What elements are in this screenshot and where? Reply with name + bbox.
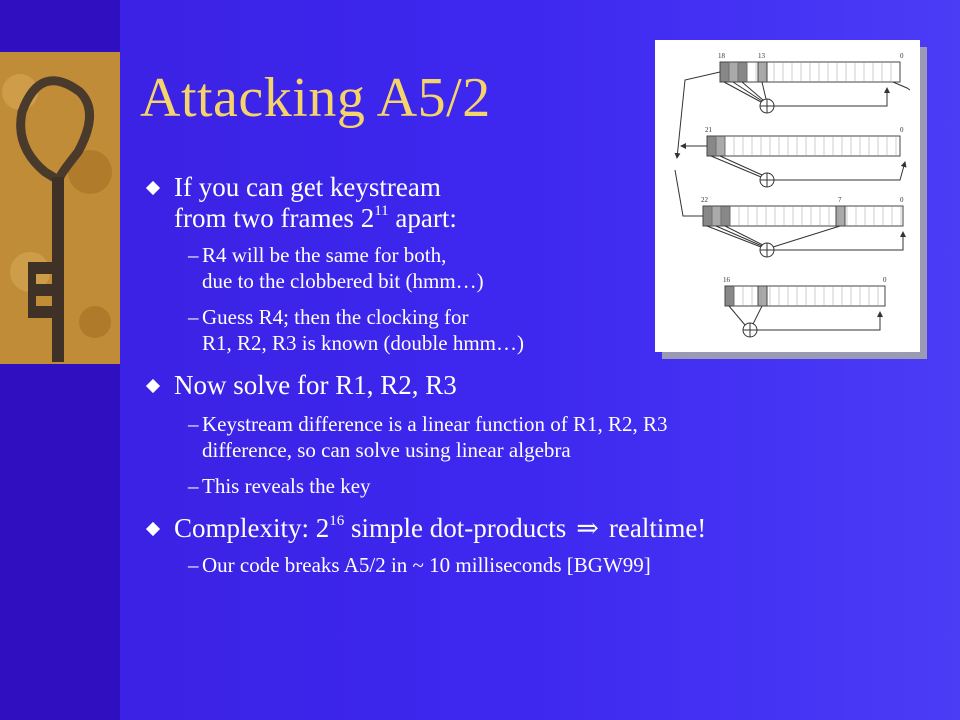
r4-label-0: 0 bbox=[883, 276, 887, 284]
r3-label-7: 7 bbox=[838, 196, 842, 204]
bullet-complexity: Complexity: 216 simple dot-products ⇒ real… bbox=[145, 513, 948, 544]
sub-bullet-text: Keystream difference is a linear functio… bbox=[202, 412, 668, 436]
implies-arrow-icon: ⇒ bbox=[576, 513, 599, 543]
sub-bullet-text: difference, so can solve using linear al… bbox=[202, 438, 571, 462]
bullet-text: Complexity: 2 bbox=[174, 513, 330, 543]
sub-bullet-text: Our code breaks A5/2 in ~ 10 millisecond… bbox=[202, 553, 651, 577]
key-photo bbox=[0, 52, 120, 364]
r4-label-16: 16 bbox=[723, 276, 731, 284]
dash-bullet: – bbox=[188, 243, 199, 267]
dash-bullet: – bbox=[188, 305, 199, 329]
dash-bullet: – bbox=[188, 412, 199, 436]
sub-bullet-text: R1, R2, R3 is known (double hmm…) bbox=[202, 331, 525, 355]
sub-bullet-text: due to the clobbered bit (hmm…) bbox=[202, 269, 484, 293]
bullet-text: realtime! bbox=[608, 513, 707, 543]
sub-bullet-r4-same: – R4 will be the same for both, due to t… bbox=[148, 242, 948, 294]
sub-bullet-guess-r4: – Guess R4; then the clocking for R1, R2… bbox=[148, 304, 948, 356]
superscript: 11 bbox=[374, 203, 389, 219]
r1-label-18: 18 bbox=[718, 52, 726, 60]
bullet-text: Now solve for R1, R2, R3 bbox=[174, 370, 457, 400]
diamond-bullet-icon bbox=[145, 378, 161, 394]
dash-bullet: – bbox=[188, 474, 199, 498]
r1-label-0: 0 bbox=[900, 52, 904, 60]
sub-bullet-bgw99: – Our code breaks A5/2 in ~ 10 milliseco… bbox=[148, 552, 948, 578]
bullet-keystream: If you can get keystream from two frames… bbox=[145, 172, 948, 234]
bullet-solve: Now solve for R1, R2, R3 bbox=[145, 370, 948, 401]
slide-title: Attacking A5/2 bbox=[140, 67, 491, 129]
bullet-text: apart: bbox=[388, 203, 457, 233]
bullet-text: from two frames 2 bbox=[174, 203, 375, 233]
sub-bullet-text: Guess R4; then the clocking for bbox=[202, 305, 469, 329]
bullet-text: If you can get keystream bbox=[174, 172, 441, 202]
r2-label-0: 0 bbox=[900, 126, 904, 134]
register-r2 bbox=[706, 135, 901, 157]
a5-2-register-diagram: 18 13 0 21 0 22 7 0 16 0 bbox=[655, 40, 920, 352]
sub-bullet-text: This reveals the key bbox=[202, 474, 371, 498]
r3-label-22: 22 bbox=[701, 196, 709, 204]
lfsr-diagram-svg: 18 13 0 21 0 22 7 0 16 0 bbox=[674, 52, 911, 338]
bullet-text: simple dot-products bbox=[344, 513, 567, 543]
left-decorative-band bbox=[0, 0, 120, 720]
r3-label-0: 0 bbox=[900, 196, 904, 204]
r1-label-13: 13 bbox=[758, 52, 766, 60]
sub-bullet-linear: – Keystream difference is a linear funct… bbox=[148, 411, 948, 463]
diamond-bullet-icon bbox=[145, 521, 161, 537]
sub-bullet-reveals: – This reveals the key bbox=[148, 473, 948, 499]
dash-bullet: – bbox=[188, 553, 199, 577]
superscript: 16 bbox=[329, 513, 345, 529]
slide-content: If you can get keystream from two frames… bbox=[145, 172, 948, 578]
diamond-bullet-icon bbox=[145, 180, 161, 196]
r2-label-21: 21 bbox=[705, 126, 713, 134]
sub-bullet-text: R4 will be the same for both, bbox=[202, 243, 447, 267]
